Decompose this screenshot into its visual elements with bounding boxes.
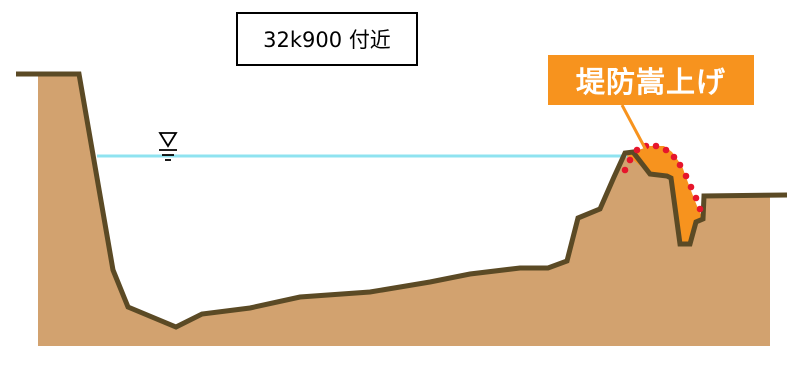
raise-dotted-outline <box>621 142 704 213</box>
levee-raise-area <box>625 146 703 244</box>
callout-label: 堤防嵩上げ <box>575 65 726 99</box>
levee-raise-callout: 堤防嵩上げ <box>548 55 754 105</box>
ground-section <box>38 74 770 346</box>
callout-leader-line <box>620 104 648 151</box>
water-level-icon <box>158 132 178 161</box>
location-label-box: 32k900 付近 <box>236 12 418 66</box>
location-label: 32k900 付近 <box>263 28 391 52</box>
ground-profile-line <box>16 71 787 330</box>
